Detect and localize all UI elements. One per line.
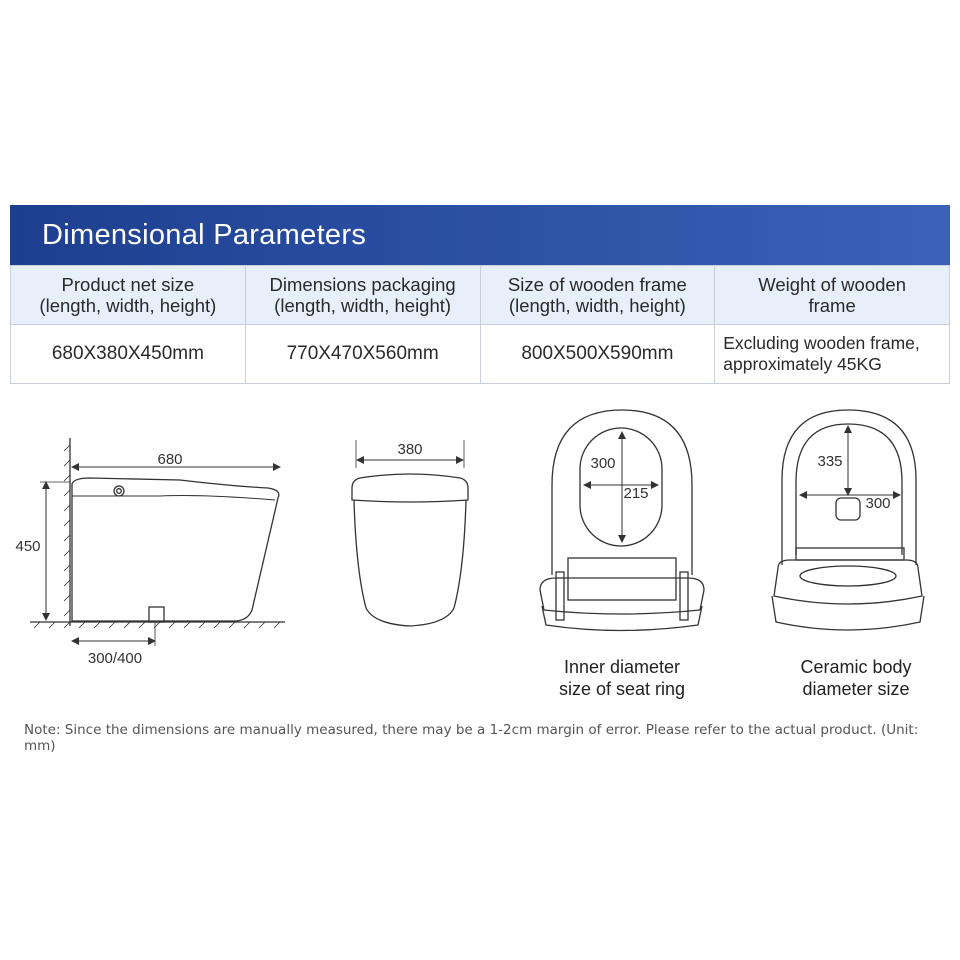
drain-distance-label: 300/400: [88, 650, 142, 667]
side-height-label: 450: [15, 538, 40, 555]
seat-diameter-2: 215: [623, 485, 648, 502]
table-row: 680X380X450mm 770X470X560mm 800X500X590m…: [10, 324, 950, 384]
seat-ring-diagram: [539, 409, 705, 632]
seat-diameter-1: 300: [590, 455, 615, 472]
side-view-diagram: [30, 438, 285, 646]
header-product-net-size: Product net size(length, width, height): [10, 265, 246, 325]
diagrams-svg: 680 450 300/400 380 300 215 Inner diamet…: [15, 409, 925, 699]
parameters-table: Product net size(length, width, height) …: [10, 265, 950, 384]
ceramic-body-diagram: [771, 409, 925, 631]
seat-caption-line-1: Inner diameter: [564, 657, 680, 677]
header-wooden-frame-size: Size of wooden frame(length, width, heig…: [479, 265, 716, 325]
table-header-row: Product net size(length, width, height) …: [10, 265, 950, 325]
side-length-label: 680: [157, 451, 182, 468]
value-dimensions-packaging: 770X470X560mm: [244, 324, 481, 384]
body-caption-line-2: diameter size: [802, 679, 909, 699]
measurement-note: Note: Since the dimensions are manually …: [24, 722, 919, 754]
front-view-diagram: [351, 440, 469, 627]
value-wooden-frame-size: 800X500X590mm: [479, 324, 716, 384]
dimensional-parameters-section: Dimensional Parameters Product net size(…: [10, 205, 950, 384]
body-diameter-2: 300: [865, 495, 890, 512]
body-caption-line-1: Ceramic body: [800, 657, 911, 677]
front-width-label: 380: [397, 441, 422, 458]
dimension-diagrams: 680 450 300/400 380 300 215 Inner diamet…: [0, 400, 960, 720]
header-dimensions-packaging: Dimensions packaging(length, width, heig…: [244, 265, 481, 325]
value-product-net-size: 680X380X450mm: [10, 324, 246, 384]
section-title: Dimensional Parameters: [42, 218, 367, 251]
seat-caption-line-2: size of seat ring: [559, 679, 685, 699]
body-diameter-1: 335: [817, 453, 842, 470]
title-banner: Dimensional Parameters: [10, 205, 950, 265]
value-wooden-frame-weight: Excluding wooden frame,approximately 45K…: [714, 324, 950, 384]
